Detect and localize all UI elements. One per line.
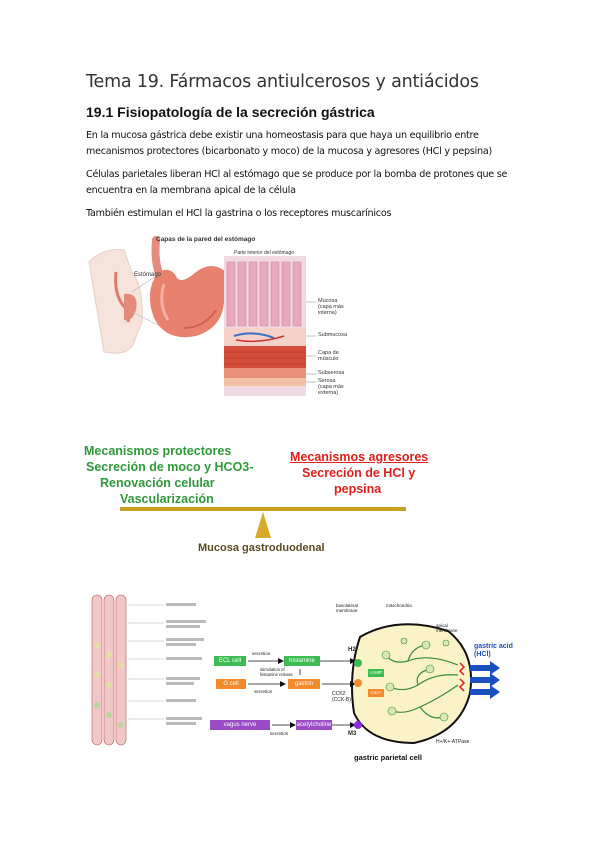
page-title: Tema 19. Fármacos antiulcerosos y antiác… <box>86 72 479 92</box>
gastric-acid-label: gastric acid (HCl) <box>474 643 513 658</box>
inner-label: Parte interior del estómago <box>234 250 295 256</box>
m3-receptor <box>354 721 362 729</box>
parietal-cell-figure: ECL cell histamine G cell gastrin vagus … <box>208 603 513 763</box>
base-label: Mucosa gastroduodenal <box>198 542 325 554</box>
protective-renewal: Renovación celular <box>100 476 215 490</box>
stomach-wall-illustration <box>88 236 316 396</box>
stomach-figure-title: Capas de la pared del estómago <box>156 236 256 243</box>
paragraph-gastrin: También estimulan el HCl la gastrina o l… <box>86 208 392 219</box>
vagus-nerve-box: vagus nerve <box>210 720 270 730</box>
gastrin-box: gastrin <box>288 679 320 689</box>
stomach-wall-figure: Capas de la pared del estómago Parte int… <box>84 232 348 412</box>
h2-label: H2 <box>348 647 356 653</box>
ecl-cell-box: ECL cell <box>214 656 246 666</box>
gastric-gland-illustration <box>91 594 206 746</box>
parietal-cell-body <box>351 623 472 745</box>
aggressive-hcl: Secreción de HCl y <box>302 466 416 480</box>
aggressive-pepsin: pepsina <box>334 482 382 496</box>
layer-mucosa: Mucosa (capa más interna) <box>318 298 344 316</box>
paragraph-homeostasis: En la mucosa gástrica debe existir una h… <box>86 130 492 157</box>
aggressive-title: Mecanismos agresores <box>290 450 429 464</box>
parietal-cell-illustration <box>248 623 500 745</box>
camp-label: cAMP <box>369 670 382 675</box>
apical-label: apical membrane <box>436 623 458 633</box>
parietal-cell-label: gastric parietal cell <box>354 753 422 762</box>
m3-label: M3 <box>348 731 357 737</box>
secretion-label-2: secretion <box>254 689 273 694</box>
atpase-label: H+/K+-ATPase <box>436 739 470 745</box>
secretion-label-3: secretion <box>270 731 289 736</box>
ca-label: Ca2+ <box>370 690 382 695</box>
organ-label: Estómago <box>134 272 162 278</box>
balance-beam <box>120 507 406 511</box>
section-heading: 19.1 Fisiopatología de la secreción gást… <box>86 104 375 120</box>
acetylcholine-box: acetylcholine <box>296 720 332 730</box>
stimulation-label: stimulation of histamine release <box>260 667 293 677</box>
basolateral-label: basolateral membrane <box>336 603 359 613</box>
balance-scale <box>120 507 406 538</box>
protective-vascular: Vascularización <box>120 492 214 506</box>
paragraph-parietal-cells: Células parietales liberan HCl al estóma… <box>86 169 508 196</box>
layer-subserosa: Subserosa <box>318 370 345 376</box>
h2-receptor <box>354 659 362 667</box>
layer-submucosa: Submucosa <box>318 332 348 338</box>
gastric-gland-figure <box>84 585 214 755</box>
layer-muscle: Capa de músculo <box>318 350 339 362</box>
protective-title: Mecanismos protectores <box>84 444 232 458</box>
secretion-label-1: secretion <box>252 651 271 656</box>
cck2-receptor <box>354 679 362 687</box>
g-cell-box: G cell <box>216 679 246 689</box>
mitochondria-label: mitochondria <box>386 603 412 608</box>
camp-box <box>368 669 384 677</box>
cck2-label: CCK2 (CCK-B) <box>332 691 351 703</box>
histamine-box: histamine <box>284 656 320 666</box>
layer-serosa: Serosa (capa más externa) <box>318 378 344 396</box>
balance-figure: Mecanismos protectores Secreción de moco… <box>80 440 440 560</box>
protective-mucus: Secreción de moco y HCO3- <box>86 460 254 474</box>
ca-box <box>368 689 384 697</box>
balance-fulcrum <box>255 512 271 538</box>
